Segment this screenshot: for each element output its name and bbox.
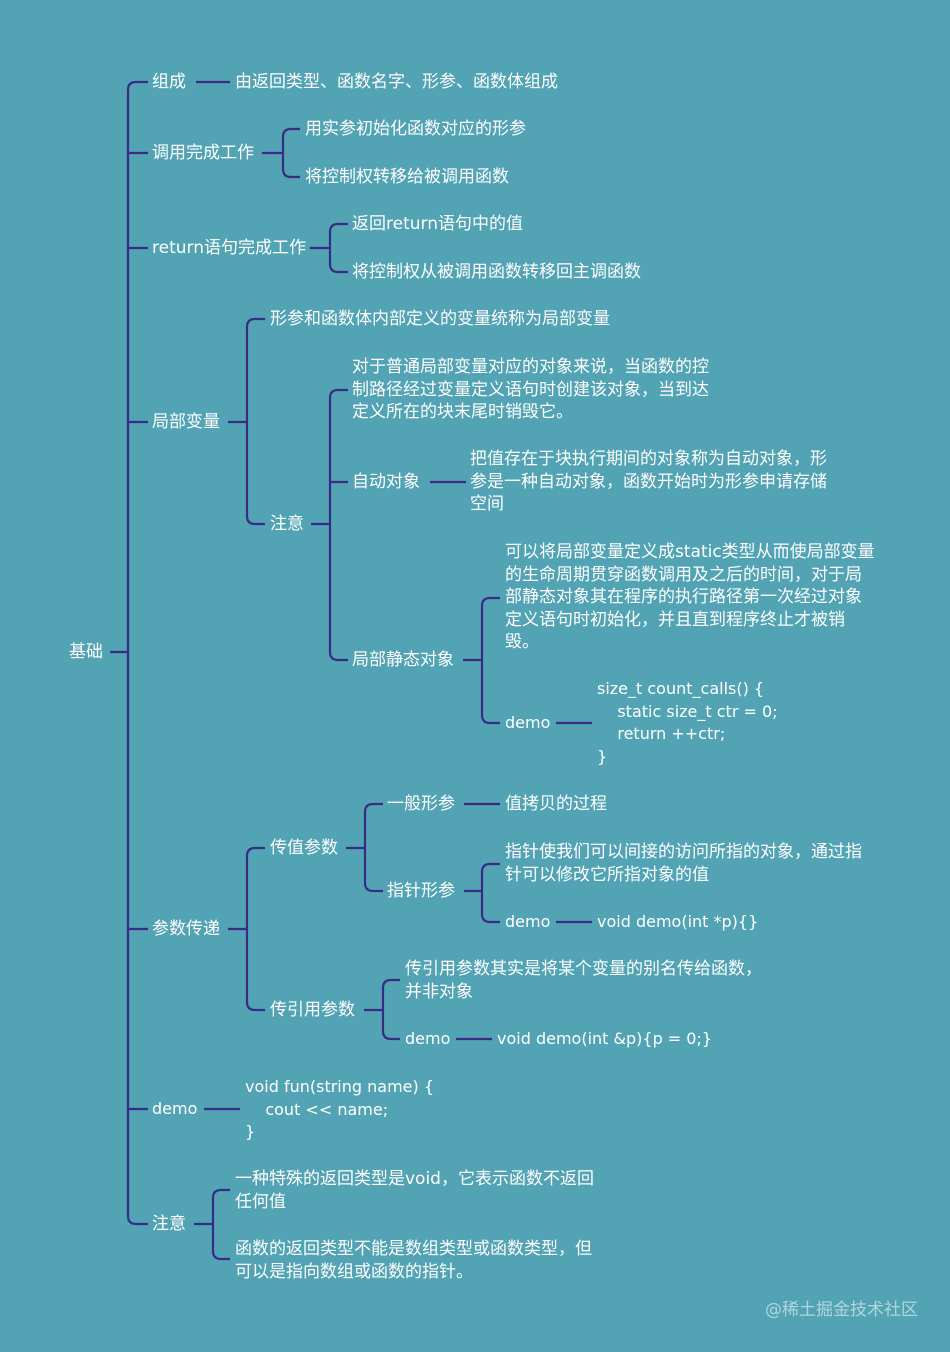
chuanyinyong-demo-label: demo	[405, 1029, 451, 1048]
branch-zucheng: 组成	[152, 72, 186, 92]
jingtai-label: 局部静态对象	[352, 650, 454, 670]
zhuyi-item-1: 一种特殊的返回类型是void，它表示函数不返回 任何值	[235, 1169, 594, 1212]
jingtai-demo-code: size_t count_calls() { static size_t ctr…	[597, 679, 778, 766]
jubu-zhuyi: 注意	[270, 514, 304, 534]
zhizhen-desc: 指针使我们可以间接的访问所指的对象，通过指 针可以修改它所指对象的值	[505, 842, 862, 885]
return-item-1: 返回return语句中的值	[352, 214, 523, 234]
diaoyong-item-2: 将控制权转移给被调用函数	[305, 167, 509, 187]
zhizhen-label: 指针形参	[387, 881, 455, 901]
watermark: @稀土掘金技术社区	[765, 1300, 918, 1320]
chuanyinyong-label: 传引用参数	[270, 1000, 355, 1020]
chuanyinyong-desc: 传引用参数其实是将某个变量的别名传给函数， 并非对象	[405, 959, 762, 1002]
return-bracket	[328, 222, 348, 274]
jubu-zhuyi-desc: 对于普通局部变量对应的对象来说，当函数的控 制路径经过变量定义语句时创建该对象，…	[352, 357, 709, 422]
zhizhen-bracket	[480, 862, 500, 924]
yiban-label: 一般形参	[387, 794, 455, 814]
diaoyong-bracket	[281, 127, 300, 179]
branch-canshu: 参数传递	[152, 919, 220, 939]
zhuyi-item-2: 函数的返回类型不能是数组类型或函数类型，但 可以是指向数组或函数的指针。	[235, 1239, 592, 1282]
zhizhen-demo-code: void demo(int *p){}	[597, 912, 759, 931]
zucheng-value: 由返回类型、函数名字、形参、函数体组成	[235, 72, 558, 92]
branch-zhuyi: 注意	[152, 1214, 186, 1234]
root-node: 基础	[69, 642, 103, 662]
chuanzhi-bracket	[363, 802, 383, 893]
jingtai-demo-label: demo	[505, 713, 551, 732]
zidong-label: 自动对象	[352, 472, 420, 492]
zhuyi-bracket	[328, 388, 348, 662]
demo-code: void fun(string name) { cout << name; }	[245, 1077, 434, 1141]
branch-jubu: 局部变量	[152, 412, 220, 432]
jubu-def: 形参和函数体内部定义的变量统称为局部变量	[270, 309, 610, 329]
branch-diaoyong: 调用完成工作	[152, 143, 254, 163]
jubu-bracket	[245, 317, 265, 526]
branch-return: return语句完成工作	[152, 238, 306, 258]
zhizhen-demo-label: demo	[505, 912, 551, 931]
root-bracket	[126, 80, 148, 1226]
branch-demo: demo	[152, 1099, 198, 1118]
canshu-bracket	[245, 846, 265, 1012]
zhuyi2-bracket	[211, 1188, 230, 1261]
jingtai-desc: 可以将局部变量定义成static类型从而使局部变量 的生命周期贯穿函数调用及之后…	[505, 542, 875, 652]
chuanyinyong-bracket	[381, 978, 400, 1041]
return-item-2: 将控制权从被调用函数转移回主调函数	[352, 262, 641, 282]
zidong-desc: 把值存在于块执行期间的对象称为自动对象，形 参是一种自动对象，函数开始时为形参申…	[470, 449, 827, 514]
chuanyinyong-demo-code: void demo(int &p){p = 0;}	[497, 1029, 713, 1048]
chuanzhi-label: 传值参数	[270, 838, 338, 858]
diaoyong-item-1: 用实参初始化函数对应的形参	[305, 119, 526, 139]
jingtai-bracket	[480, 596, 500, 725]
yiban-value: 值拷贝的过程	[505, 794, 607, 814]
